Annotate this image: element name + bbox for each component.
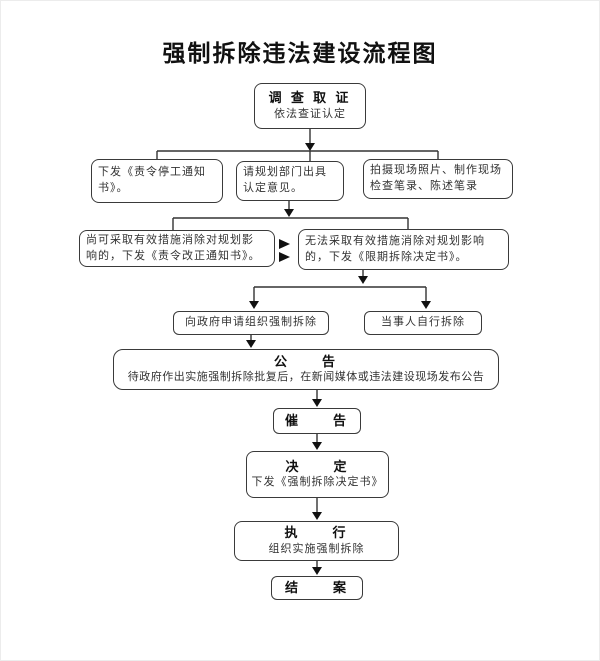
node-urge: 催 告 [273, 408, 361, 434]
connector-uncorrectable-to-row4 [249, 269, 431, 309]
node-site-records: 拍摄现场照片、制作现场 检查笔录、陈述笔录 [363, 159, 513, 199]
node-announcement-title: 公 告 [273, 353, 338, 369]
node-decision: 决 定 下发《强制拆除决定书》 [246, 451, 389, 498]
node-investigate-subtitle: 依法查证认定 [274, 107, 346, 120]
node-correctable-text: 尚可采取有效措施消除对规划影 响的，下发《责令改正通知书》。 [86, 233, 261, 262]
node-self-demolish-text: 当事人自行拆除 [381, 316, 465, 329]
node-uncorrectable-text: 无法采取有效措施消除对规划影响 的，下发《限期拆除决定书》。 [305, 234, 485, 263]
connector-investigate-to-row2 [156, 129, 439, 161]
node-decision-title: 决 定 [285, 458, 350, 474]
node-planning-opinion-text: 请规划部门出具 认定意见。 [243, 166, 327, 194]
node-investigate: 调 查 取 证 依法查证认定 [254, 83, 366, 129]
node-uncorrectable: 无法采取有效措施消除对规划影响 的，下发《限期拆除决定书》。 [298, 229, 509, 270]
connector-urge-to-decision [312, 434, 322, 450]
node-execute-title: 执 行 [284, 525, 349, 541]
node-announcement-subtitle: 待政府作出实施强制拆除批复后，在新闻媒体或违法建设现场发布公告 [127, 371, 485, 384]
node-execute-subtitle: 组织实施强制拆除 [268, 542, 365, 555]
connector-execute-to-close [312, 561, 322, 575]
node-apply-government: 向政府申请组织强制拆除 [173, 311, 329, 335]
connector-opinion-to-row3 [172, 201, 409, 230]
node-urge-title: 催 告 [284, 413, 349, 429]
node-stop-work-text: 下发《责令停工通知 书》。 [98, 166, 206, 194]
node-site-records-text: 拍摄现场照片、制作现场 检查笔录、陈述笔录 [370, 164, 502, 192]
node-correctable: 尚可采取有效措施消除对规划影 响的，下发《责令改正通知书》。 [79, 230, 275, 267]
connector-apply-to-announcement [246, 335, 256, 348]
connector-correctable-to-uncorrectable [279, 239, 290, 262]
node-announcement: 公 告 待政府作出实施强制拆除批复后，在新闻媒体或违法建设现场发布公告 [113, 349, 499, 390]
page-title: 强制拆除违法建设流程图 [162, 41, 438, 66]
connector-announcement-to-urge [312, 390, 322, 407]
node-planning-opinion: 请规划部门出具 认定意见。 [236, 161, 344, 201]
node-apply-government-text: 向政府申请组织强制拆除 [185, 316, 317, 329]
node-investigate-title: 调 查 取 证 [268, 90, 352, 106]
node-stop-work: 下发《责令停工通知 书》。 [91, 159, 223, 203]
node-close-case: 结 案 [271, 576, 363, 600]
node-self-demolish: 当事人自行拆除 [364, 311, 482, 335]
node-execute: 执 行 组织实施强制拆除 [234, 521, 399, 561]
node-decision-subtitle: 下发《强制拆除决定书》 [251, 476, 384, 489]
connector-decision-to-execute [312, 498, 322, 520]
node-close-case-title: 结 案 [284, 580, 349, 596]
